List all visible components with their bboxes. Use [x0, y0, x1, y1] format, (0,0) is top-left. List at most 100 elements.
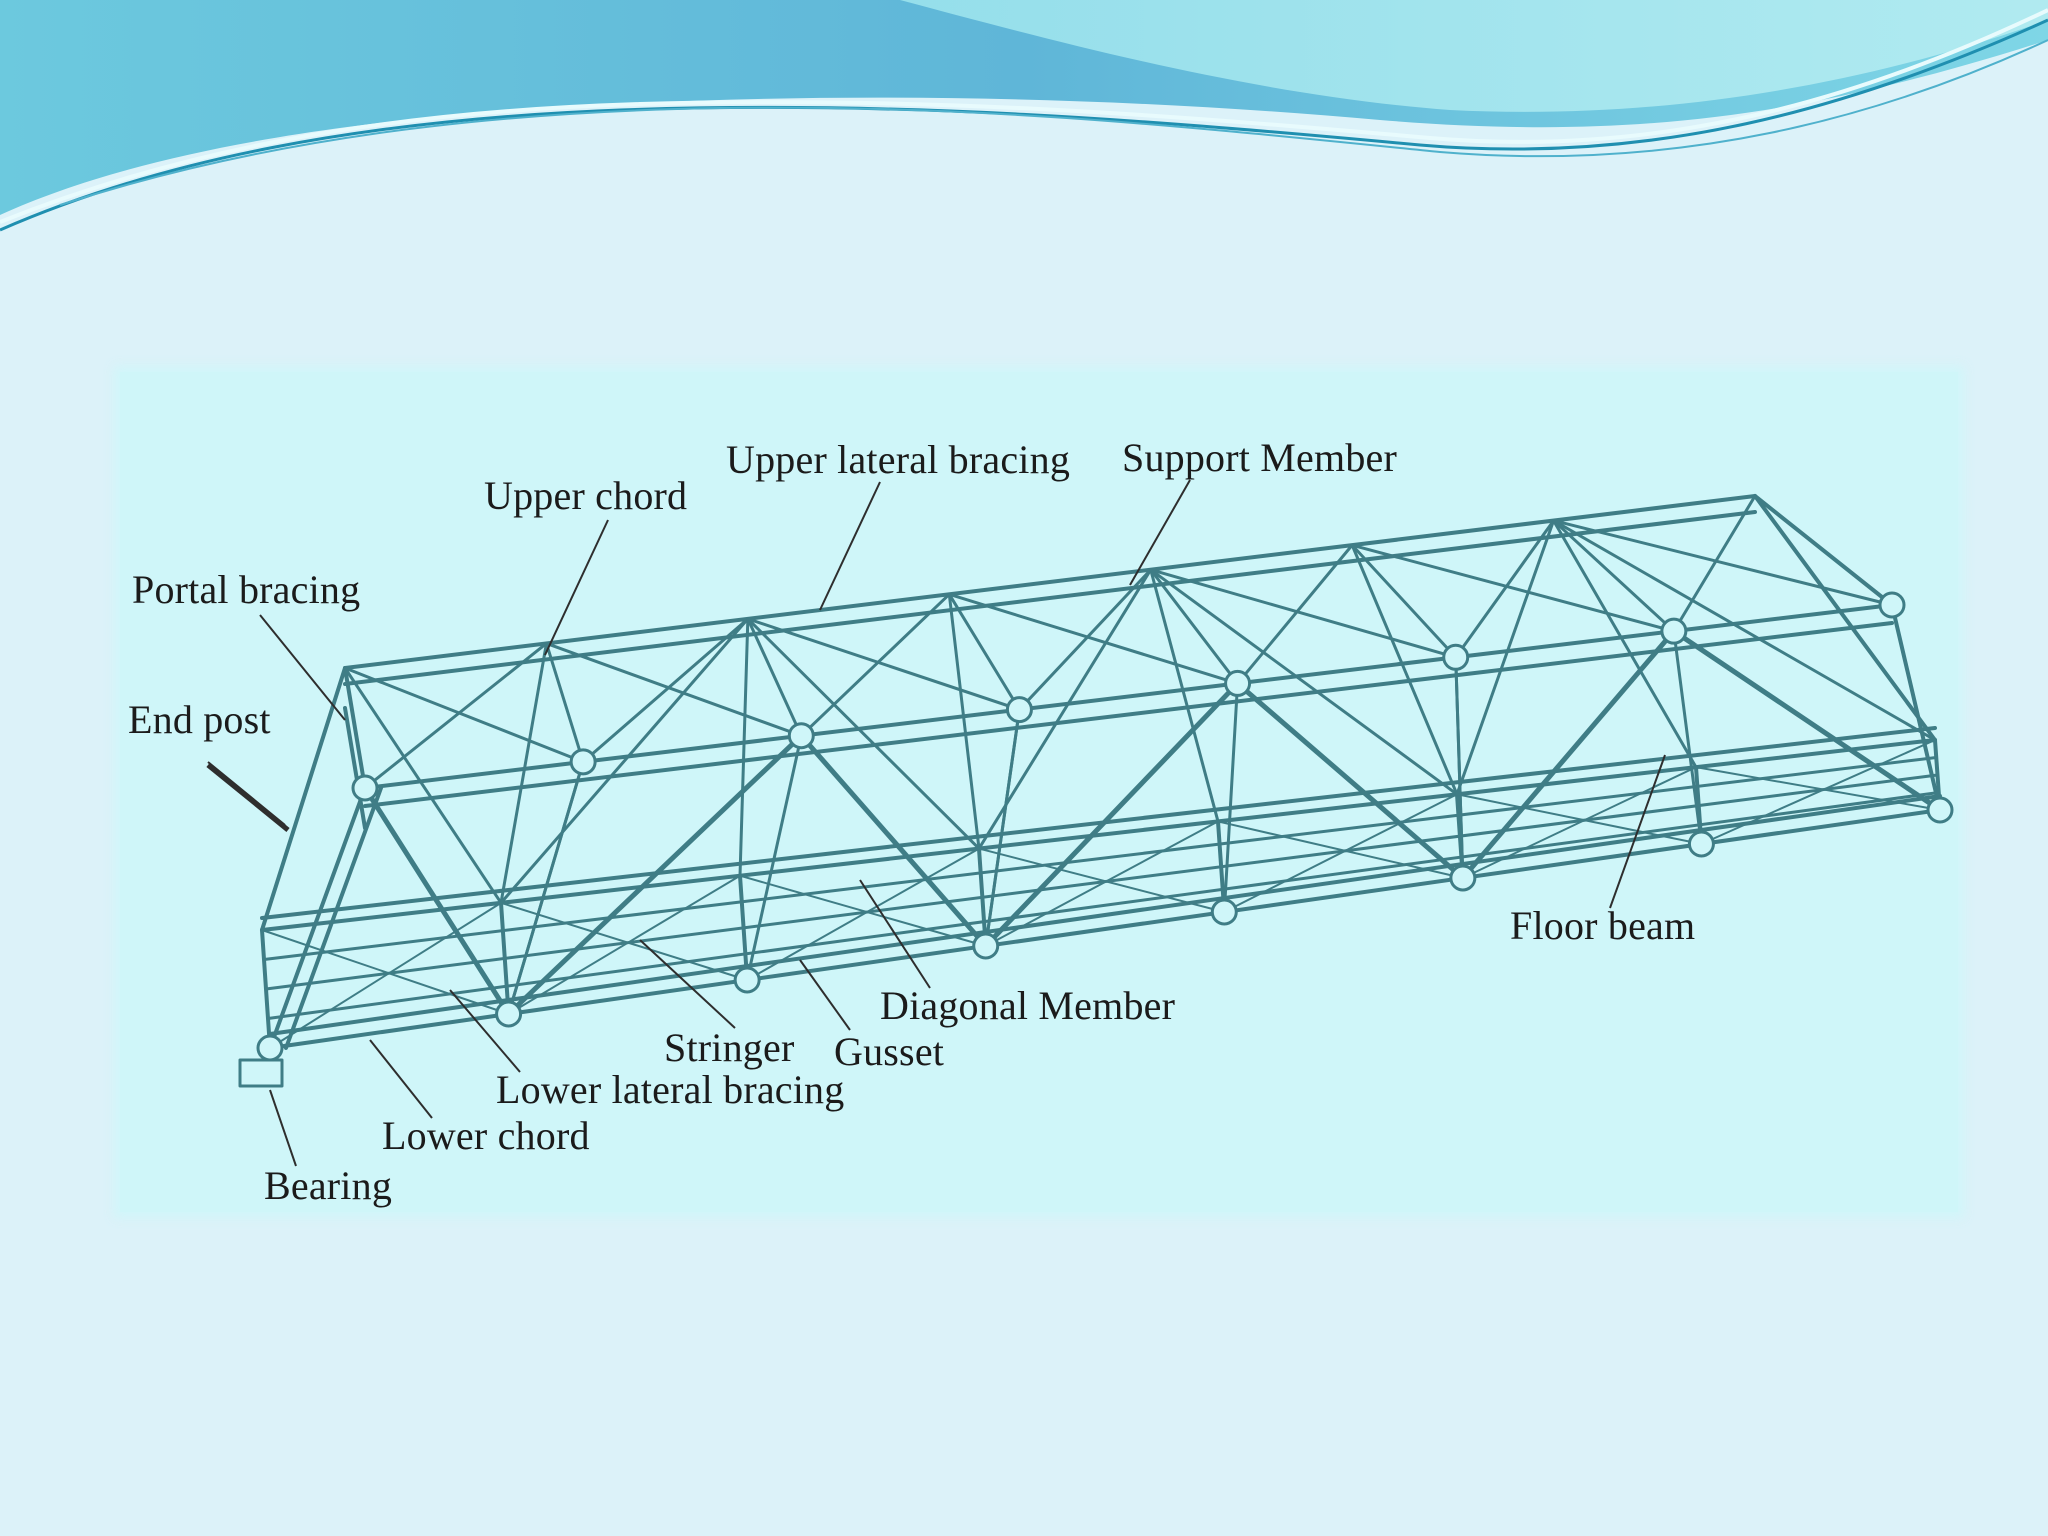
vertical-member-far [1350, 543, 1459, 796]
lower-lateral-bracing [1456, 793, 1703, 845]
leader-upper-lateral-bracing [819, 481, 881, 611]
diagonal-member-far [1455, 519, 1556, 796]
upper-lateral-bracing [1017, 568, 1153, 712]
upper-lateral-bracing [799, 592, 951, 738]
vertical-member-far [260, 666, 347, 932]
diagonal-member-far [746, 617, 981, 851]
vertical-member [507, 760, 585, 1016]
gusset-plate [1687, 830, 1715, 858]
lower-lateral-bracing [1217, 820, 1464, 879]
gusset-plate [1442, 643, 1470, 671]
upper-strut [1552, 519, 1676, 633]
gusset-plate [569, 748, 597, 776]
lower-lateral-bracing [1461, 766, 1697, 879]
leader-support-member [1129, 479, 1191, 586]
diagonal-member-far [977, 568, 1153, 851]
gusset-plate [495, 1000, 523, 1028]
lower-lateral-bracing [1700, 739, 1936, 845]
upper-lateral-bracing [581, 617, 750, 764]
upper-lateral-bracing [1236, 543, 1354, 685]
label-stringer: Stringer [664, 1025, 795, 1070]
diagonal-member-far [1552, 519, 1937, 742]
diagonal-member [1671, 628, 1943, 813]
diagonal-member-far [1149, 568, 1459, 796]
upper-strut [1753, 494, 1894, 607]
upper-lateral-bracing [544, 641, 803, 738]
lower-chord-far [260, 738, 1937, 932]
lower-lateral-bracing [261, 929, 510, 1015]
label-upper-chord: Upper chord [484, 473, 688, 518]
label-support-member: Support Member [1122, 435, 1397, 480]
upper-lateral-bracing [1350, 543, 1676, 633]
stringer [264, 773, 1939, 991]
upper-strut [343, 666, 367, 790]
portal-bracing-mid [343, 706, 367, 830]
vertical-member-far [947, 592, 981, 851]
gusset-plate [733, 966, 761, 994]
lower-lateral-bracing [984, 820, 1219, 947]
end-post-near-inner [284, 786, 383, 1050]
label-diagonal-member: Diagonal Member [880, 983, 1176, 1028]
header-wave-decoration [0, 0, 2048, 232]
vertical-member [984, 708, 1021, 948]
floor-beam [1455, 792, 1465, 880]
stringer [262, 756, 1938, 961]
vertical-member [1222, 681, 1240, 914]
gusset-plate [256, 1034, 284, 1062]
upper-lateral-bracing [1672, 494, 1757, 633]
gusset-plate [1660, 617, 1688, 645]
gusset-plate [1224, 669, 1252, 697]
floor-beam [977, 846, 988, 948]
lower-lateral-bracing [1695, 766, 1941, 811]
gusset-plate [787, 722, 815, 750]
floor-beam [1216, 819, 1227, 914]
lower-lateral-bracing [269, 901, 502, 1049]
label-floor-beam: Floor beam [1510, 903, 1696, 948]
label-portal-bracing: Portal bracing [132, 567, 361, 612]
diagonal-member-far [499, 617, 750, 905]
label-upper-lateral-bracing: Upper lateral bracing [726, 437, 1071, 482]
upper-lateral-bracing [1552, 519, 1894, 607]
lower-lateral-bracing [739, 874, 987, 947]
leader-stringer [639, 939, 736, 1029]
lower-lateral-bracing [500, 901, 749, 981]
upper-strut [947, 592, 1021, 712]
gusset-plate [351, 774, 379, 802]
upper-lateral-bracing [1149, 568, 1458, 659]
upper-lateral-bracing [363, 641, 548, 790]
lower-lateral-bracing [978, 847, 1226, 913]
gusset-plate [1449, 864, 1477, 892]
upper-lateral-bracing [343, 666, 585, 764]
lower-lateral-bracing [1223, 793, 1458, 913]
leader-bearing [269, 1089, 297, 1167]
truss-bridge-drawing [206, 479, 1954, 1167]
label-end-post: End post [128, 697, 271, 742]
leader-diagonal-member [859, 879, 931, 989]
vertical-member-far [738, 617, 750, 878]
upper-chord-near-inner [363, 621, 1894, 808]
vertical-member [1890, 603, 1942, 812]
gusset-plate [1926, 796, 1954, 824]
end-post-pointer [206, 763, 290, 832]
vertical-member-far [1552, 519, 1698, 769]
lower-lateral-bracing [746, 847, 980, 981]
bearing-block [238, 1058, 284, 1088]
leader-portal-bracing [259, 614, 346, 721]
diagonal-member [1235, 680, 1466, 881]
upper-strut [1149, 568, 1240, 685]
upper-strut [1350, 543, 1458, 659]
upper-lateral-bracing [1454, 519, 1556, 659]
vertical-member-far [499, 641, 548, 905]
upper-lateral-bracing [947, 592, 1240, 685]
leader-gusset [799, 959, 851, 1031]
leader-lower-chord [369, 1039, 433, 1119]
gusset-plate [1210, 898, 1238, 926]
vertical-member-far [1149, 568, 1220, 823]
vertical-member-far [1753, 494, 1937, 742]
upper-chord-far-inner [343, 510, 1757, 686]
leader-upper-chord [544, 519, 609, 656]
floor-beam [738, 873, 750, 982]
vertical-member [745, 734, 803, 982]
upper-lateral-bracing [746, 617, 1021, 712]
